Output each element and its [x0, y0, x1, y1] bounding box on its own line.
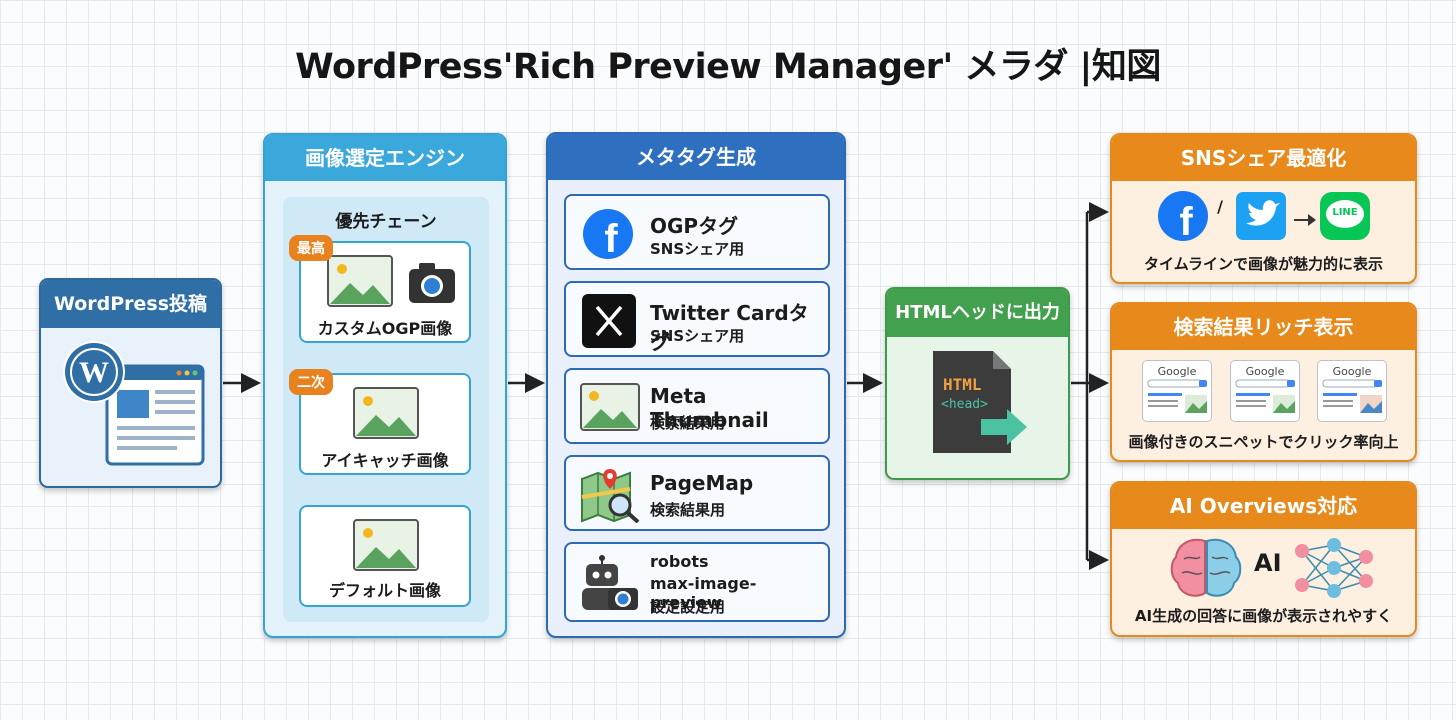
pagemap-sub: 検索結果用 [650, 501, 726, 519]
meta-thumbnail-sub: 検索結果用 [650, 414, 726, 432]
ogp-tag-card: f OGPタグ SNSシェア用 [564, 194, 830, 270]
line-label: LINE [1332, 207, 1358, 218]
map-search-icon [581, 469, 640, 523]
robots-title: robots [650, 552, 709, 571]
search-rich-results-panel: 検索結果リッチ表示 Google Google Google 画像付きのスニペッ… [1110, 302, 1417, 462]
head-code-label: <head> [941, 397, 988, 412]
sns-caption: タイムラインで画像が魅力的に表示 [1144, 255, 1383, 273]
default-image-card: デフォルト画像 [299, 505, 471, 607]
custom-ogp-image-label: カスタムOGP画像 [317, 319, 453, 338]
ai-caption: AI生成の回答に画像が表示されやすく [1134, 607, 1393, 625]
svg-text:W: W [79, 356, 109, 389]
default-image-label: デフォルト画像 [328, 581, 441, 600]
robots-sub2: 設定設定用 [650, 598, 726, 616]
ai-overviews-panel: AI Overviews対応 AI AI生成の回答に画像が表示されやすく [1110, 481, 1417, 637]
twitter-card-tag-sub: SNSシェア用 [650, 327, 745, 345]
wordpress-post-box: WordPress投稿 W [39, 278, 222, 488]
google-result-card: Google [1317, 360, 1387, 422]
search-title: 検索結果リッチ表示 [1112, 304, 1415, 350]
search-caption: 画像付きのスニペットでクリック率向上 [1128, 433, 1399, 451]
ai-label: AI [1254, 549, 1282, 577]
brain-icon [1170, 538, 1242, 597]
google-result-card: Google [1230, 360, 1300, 422]
pagemap-title: PageMap [650, 471, 754, 495]
twitter-card-tag-title: Twitter Cardタグ [650, 301, 809, 354]
robot-camera-icon [582, 555, 638, 610]
diagram-title: WordPress'Rich Preview Manager' メラダ |知図 [295, 47, 1161, 87]
meta-thumbnail-title: Meta Thumbnail [650, 384, 769, 432]
google-label: Google [1157, 365, 1197, 378]
svg-text:f: f [604, 217, 618, 260]
wordpress-post-title: WordPress投稿 [41, 280, 220, 328]
featured-image-card: アイキャッチ画像 [299, 373, 471, 475]
twitter-icon [1236, 192, 1286, 240]
neural-network-icon [1295, 538, 1373, 598]
priority-chain-title: 優先チェーン [335, 212, 437, 232]
search-result-thumbnail-icon [1322, 379, 1382, 413]
google-result-card: Google [1142, 360, 1212, 422]
sns-optimization-panel: SNSシェア最適化 f / LINE タイムラインで画像が魅力的に表示 [1110, 133, 1417, 284]
line-icon [1320, 192, 1370, 240]
facebook-icon: f [583, 209, 633, 260]
meta-tag-generation-panel: メタタグ生成 f OGPタグ SNSシェア用 Twitter Cardタグ SN… [546, 132, 846, 638]
featured-image-label: アイキャッチ画像 [321, 451, 449, 470]
wordpress-document-icon: W [63, 341, 205, 466]
x-icon [582, 294, 636, 348]
google-label: Google [1332, 365, 1372, 378]
image-selection-engine-panel: 画像選定エンジン 優先チェーン カスタムOGP画像 最高 アイキャッチ画像 二次 [263, 133, 507, 638]
custom-ogp-image-card: カスタムOGP画像 [299, 241, 471, 343]
robots-sub: max-image-preview [650, 574, 757, 612]
robots-card: robots max-image-preview 設定設定用 [564, 542, 830, 622]
facebook-icon: f [1158, 191, 1208, 243]
arrow-icon [1294, 214, 1316, 226]
image-icon [580, 383, 640, 431]
ogp-tag-sub: SNSシェア用 [650, 240, 745, 258]
image-icon [353, 519, 419, 571]
search-result-thumbnail-icon [1235, 379, 1295, 413]
pagemap-card: PageMap 検索結果用 [564, 455, 830, 531]
svg-text:f: f [1179, 200, 1193, 243]
ogp-tag-title: OGPタグ [650, 214, 739, 238]
html-file-icon [933, 351, 1027, 453]
ai-title: AI Overviews対応 [1112, 483, 1415, 529]
meta-title: メタタグ生成 [548, 134, 844, 180]
priority-badge-secondary: 二次 [289, 369, 333, 395]
html-head-output-box: HTMLヘッドに出力 HTML <head> [885, 287, 1070, 480]
search-result-thumbnail-icon [1147, 379, 1207, 413]
twitter-card-tag-card: Twitter Cardタグ SNSシェア用 [564, 281, 830, 357]
html-code-label: HTML [943, 375, 982, 394]
image-icon [353, 387, 419, 439]
sns-title: SNSシェア最適化 [1112, 135, 1415, 181]
engine-title: 画像選定エンジン [265, 135, 505, 181]
priority-chain: 優先チェーン カスタムOGP画像 最高 アイキャッチ画像 二次 [283, 197, 489, 622]
priority-badge-highest: 最高 [289, 235, 333, 261]
google-label: Google [1245, 365, 1285, 378]
meta-thumbnail-card: Meta Thumbnail 検索結果用 [564, 368, 830, 444]
sns-icons: f [1158, 191, 1370, 243]
sns-slash: / [1217, 197, 1223, 216]
html-output-title: HTMLヘッドに出力 [887, 289, 1068, 337]
image-camera-icon [327, 255, 455, 307]
